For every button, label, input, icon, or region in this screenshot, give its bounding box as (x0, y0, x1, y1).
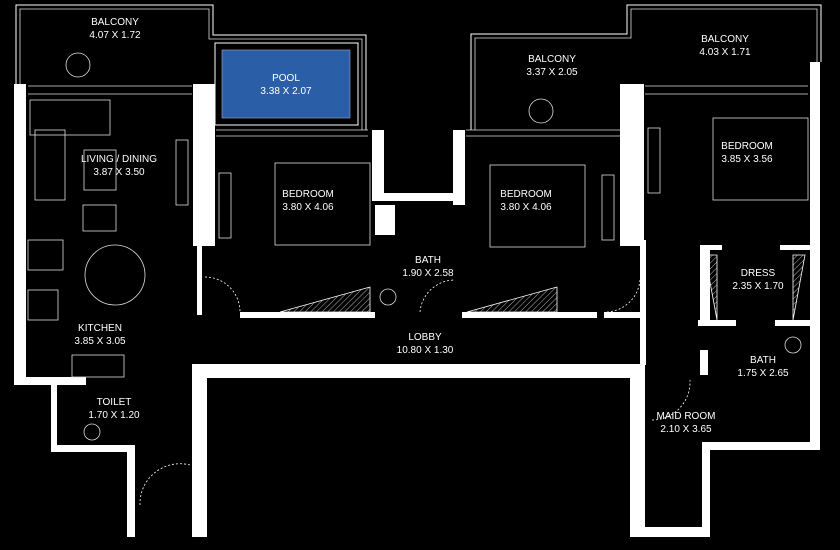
svg-text:MAID ROOM: MAID ROOM (657, 411, 716, 422)
svg-text:BALCONY: BALCONY (91, 17, 139, 28)
svg-text:3.80 X 4.06: 3.80 X 4.06 (282, 202, 334, 213)
room-label-balcony-left: BALCONY 4.07 X 1.72 (89, 17, 141, 41)
svg-text:1.90 X 2.58: 1.90 X 2.58 (402, 268, 454, 279)
svg-text:BEDROOM: BEDROOM (500, 189, 552, 200)
svg-text:LIVING / DINING: LIVING / DINING (81, 154, 157, 165)
room-label-lobby: LOBBY 10.80 X 1.30 (397, 332, 454, 356)
svg-text:KITCHEN: KITCHEN (78, 323, 122, 334)
room-label-pool: POOL 3.38 X 2.07 (260, 73, 312, 97)
room-label-dress: DRESS 2.35 X 1.70 (732, 268, 784, 292)
walls (14, 62, 820, 537)
room-label-living: LIVING / DINING 3.87 X 3.50 (81, 154, 157, 178)
balcony-outlines (15, 4, 822, 137)
svg-text:TOILET: TOILET (97, 397, 132, 408)
svg-text:BALCONY: BALCONY (528, 54, 576, 65)
svg-text:1.75 X 2.65: 1.75 X 2.65 (737, 368, 789, 379)
room-label-bath-1: BATH 1.90 X 2.58 (402, 255, 454, 279)
room-label-balcony-mid: BALCONY 3.37 X 2.05 (526, 54, 578, 78)
svg-text:3.37 X 2.05: 3.37 X 2.05 (526, 67, 578, 78)
svg-text:2.10 X 3.65: 2.10 X 3.65 (660, 424, 712, 435)
svg-text:LOBBY: LOBBY (408, 332, 442, 343)
svg-text:BEDROOM: BEDROOM (721, 141, 773, 152)
svg-text:3.38 X 2.07: 3.38 X 2.07 (260, 86, 312, 97)
svg-text:BALCONY: BALCONY (701, 34, 749, 45)
svg-text:4.03 X 1.71: 4.03 X 1.71 (699, 47, 751, 58)
svg-text:3.85 X 3.05: 3.85 X 3.05 (74, 336, 126, 347)
room-label-balcony-right: BALCONY 4.03 X 1.71 (699, 34, 751, 58)
svg-text:BEDROOM: BEDROOM (282, 189, 334, 200)
svg-text:POOL: POOL (272, 73, 300, 84)
room-label-bedroom-3: BEDROOM 3.85 X 3.56 (721, 141, 773, 165)
svg-text:3.85 X 3.56: 3.85 X 3.56 (721, 154, 773, 165)
room-label-toilet: TOILET 1.70 X 1.20 (88, 397, 140, 421)
svg-text:1.70 X 1.20: 1.70 X 1.20 (88, 410, 140, 421)
svg-text:3.87 X 3.50: 3.87 X 3.50 (93, 167, 145, 178)
room-label-bedroom-2: BEDROOM 3.80 X 4.06 (500, 189, 552, 213)
room-label-kitchen: KITCHEN 3.85 X 3.05 (74, 323, 126, 347)
room-label-bedroom-1: BEDROOM 3.80 X 4.06 (282, 189, 334, 213)
furniture (27, 52, 809, 506)
svg-text:2.35 X 1.70: 2.35 X 1.70 (732, 281, 784, 292)
svg-text:DRESS: DRESS (741, 268, 776, 279)
svg-text:BATH: BATH (415, 255, 441, 266)
svg-text:4.07 X 1.72: 4.07 X 1.72 (89, 30, 141, 41)
svg-text:3.80 X 4.06: 3.80 X 4.06 (500, 202, 552, 213)
svg-text:BATH: BATH (750, 355, 776, 366)
pool (221, 49, 351, 119)
svg-text:10.80 X 1.30: 10.80 X 1.30 (397, 345, 454, 356)
room-label-bath-2: BATH 1.75 X 2.65 (737, 355, 789, 379)
room-label-maid-room: MAID ROOM 2.10 X 3.65 (657, 411, 716, 435)
